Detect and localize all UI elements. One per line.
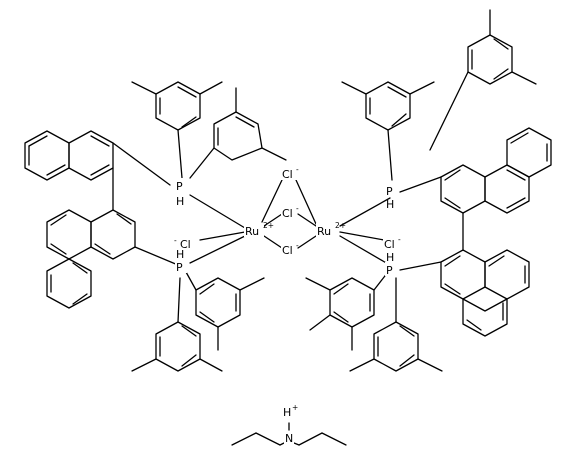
cl-label-bridge-middle: Cl	[282, 207, 293, 220]
ru-charge-left: 2+	[263, 221, 274, 230]
left-upper-naphthalene	[24, 130, 114, 181]
left-bottom-xylyl-b	[131, 277, 223, 372]
proton-h-label: H	[283, 406, 291, 419]
dimethylammonium-counterion: N H +	[231, 403, 347, 446]
cl-charge-bridge-middle: -	[296, 204, 299, 213]
cl-charge-terminal-right: -	[398, 235, 401, 244]
cl-label-terminal-left: Cl	[180, 238, 191, 251]
cl-charge-bridge-top: -	[296, 165, 299, 174]
p-label-left-top: P	[176, 180, 183, 193]
right-upper-naphthalene	[440, 127, 552, 214]
p-label-left-bottom: P	[176, 261, 183, 274]
ruthenium-core	[189, 179, 391, 265]
right-bottom-xylyl-a	[305, 271, 389, 351]
ru-charge-right: 2+	[335, 221, 346, 230]
p-label-right-bottom: P	[386, 264, 393, 277]
atom-labels: P H P H P H P H Ru 2+ Ru 2+ Cl - Cl - Cl…	[173, 165, 405, 277]
cl-charge-bridge-bottom: -	[296, 241, 299, 250]
left-top-xylyl-a	[131, 81, 223, 179]
left-bottom-xylyl-a	[185, 271, 265, 351]
left-binap-ligand	[24, 81, 287, 372]
right-bottom-xylyl-b	[349, 277, 443, 372]
ru-label-right: Ru	[317, 225, 331, 238]
cl-label-bridge-bottom: Cl	[282, 244, 293, 257]
h-label-left-bottom: H	[176, 248, 184, 261]
right-top-xylyl-b	[341, 81, 435, 181]
proton-charge: +	[292, 403, 298, 412]
cl-label-terminal-right: Cl	[384, 238, 395, 251]
p-label-right-top: P	[386, 185, 393, 198]
h-label-right-bottom: H	[386, 251, 394, 264]
left-top-xylyl-b	[189, 87, 287, 179]
h-label-left-top: H	[176, 195, 184, 208]
ru-label-left: Ru	[245, 225, 259, 238]
cl-label-bridge-top: Cl	[282, 168, 293, 181]
left-lower-naphthalene	[46, 209, 136, 309]
right-lower-naphthalene	[440, 249, 530, 337]
right-top-xylyl-a	[429, 9, 537, 151]
right-binap-ligand	[305, 9, 552, 372]
n-label: N	[285, 432, 293, 445]
h-label-right-top: H	[386, 198, 394, 211]
cl-charge-terminal-left: -	[174, 236, 177, 245]
